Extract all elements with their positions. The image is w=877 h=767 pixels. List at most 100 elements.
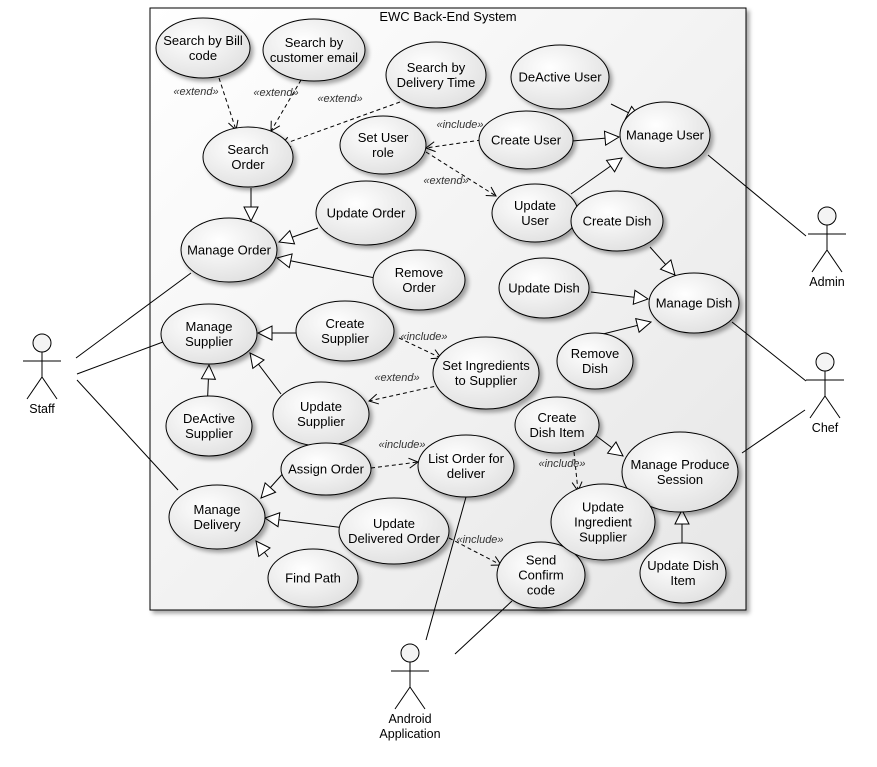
usecase-ellipse	[168, 484, 266, 550]
usecase-label: Dish	[582, 361, 608, 376]
stick-figure-icon	[808, 206, 846, 273]
usecase-label: Manage	[194, 502, 241, 517]
extend-stereotype: «extend»	[423, 175, 468, 187]
actor-label: Application	[379, 727, 440, 741]
usecase-assign-order[interactable]: Assign Order	[280, 442, 372, 496]
usecase-label: Dish Item	[530, 425, 585, 440]
association-line	[76, 379, 179, 491]
usecase-label: Assign Order	[288, 462, 365, 477]
include-dependency	[398, 337, 442, 360]
usecase-ellipse	[385, 41, 487, 109]
usecase-label: Delivery	[194, 517, 241, 532]
usecase-ellipse	[295, 300, 395, 362]
usecase-ellipse	[165, 395, 253, 457]
usecase-ellipse	[280, 442, 372, 496]
usecase-ellipse	[267, 548, 359, 608]
usecase-update-dish[interactable]: Update Dish	[498, 257, 590, 319]
usecase-label: List Order for	[428, 451, 505, 466]
extend-stereotype: «extend»	[317, 93, 362, 105]
usecase-label: Supplier	[579, 530, 627, 545]
usecase-label: Supplier	[185, 426, 233, 441]
usecase-ellipse	[556, 332, 634, 390]
extend-stereotype: «extend»	[253, 87, 298, 99]
usecase-ellipse	[417, 434, 515, 498]
usecase-label: deliver	[447, 466, 486, 481]
usecase-label: Update	[300, 399, 342, 414]
usecase-label: Search by	[407, 60, 466, 75]
usecase-ellipse	[478, 110, 574, 170]
usecase-create-user[interactable]: Create User	[478, 110, 574, 170]
usecase-ellipse	[338, 497, 450, 565]
usecase-label: Create Dish	[583, 214, 652, 229]
usecase-label: DeActive User	[518, 70, 602, 85]
actor-chef[interactable]: Chef	[806, 352, 844, 435]
generalization-arrow	[263, 512, 346, 529]
usecase-label: Supplier	[185, 334, 233, 349]
usecase-create-dish[interactable]: Create Dish	[570, 190, 664, 252]
usecase-find-path[interactable]: Find Path	[267, 548, 359, 608]
usecase-label: Update Dish	[647, 558, 719, 573]
stereotype-labels: «extend» «extend» «extend» «include» «extend…	[173, 86, 585, 546]
usecase-ellipse	[202, 126, 294, 188]
usecase-deactive-user[interactable]: DeActive User	[510, 44, 610, 110]
usecase-label: Manage Produce	[630, 457, 729, 472]
include-stereotype: «include»	[400, 331, 447, 343]
generalization-arrow	[649, 246, 676, 276]
usecase-ellipse	[315, 180, 417, 246]
association-line	[741, 409, 806, 454]
association-line	[731, 321, 807, 382]
generalization-arrow	[571, 130, 621, 147]
usecase-label: Update	[582, 500, 624, 515]
usecase-manage-order[interactable]: Manage Order	[180, 217, 278, 283]
usecase-ellipse	[498, 257, 590, 319]
usecase-manage-dish[interactable]: Manage Dish	[648, 272, 740, 334]
generalization-arrow	[602, 317, 653, 335]
include-stereotype: «include»	[538, 458, 585, 470]
usecase-manage-user[interactable]: Manage User	[619, 101, 711, 169]
usecase-label: Manage Order	[187, 243, 271, 258]
usecase-ellipse	[639, 542, 727, 604]
usecase-ellipse	[155, 17, 251, 79]
usecase-label: code	[189, 48, 217, 63]
usecase-ellipse	[621, 431, 739, 513]
generalization-arrow	[277, 227, 319, 245]
extend-stereotype: «extend»	[374, 372, 419, 384]
actor-admin[interactable]: Admin	[808, 206, 846, 289]
usecase-label: customer email	[270, 50, 358, 65]
association-line	[76, 341, 164, 375]
usecase-label: Create User	[491, 133, 562, 148]
usecase-update-order[interactable]: Update Order	[315, 180, 417, 246]
usecase-label: Create	[537, 410, 576, 425]
actor-label: Android	[388, 712, 431, 726]
actor-staff[interactable]: Staff	[23, 333, 61, 416]
system-title: EWC Back-End System	[379, 9, 516, 24]
usecase-label: Supplier	[297, 414, 345, 429]
stick-figure-icon	[806, 352, 844, 419]
usecase-label: Delivered Order	[348, 531, 440, 546]
usecase-ellipse	[496, 541, 586, 609]
usecase-ellipse	[372, 249, 466, 311]
stick-figure-icon	[23, 333, 61, 400]
